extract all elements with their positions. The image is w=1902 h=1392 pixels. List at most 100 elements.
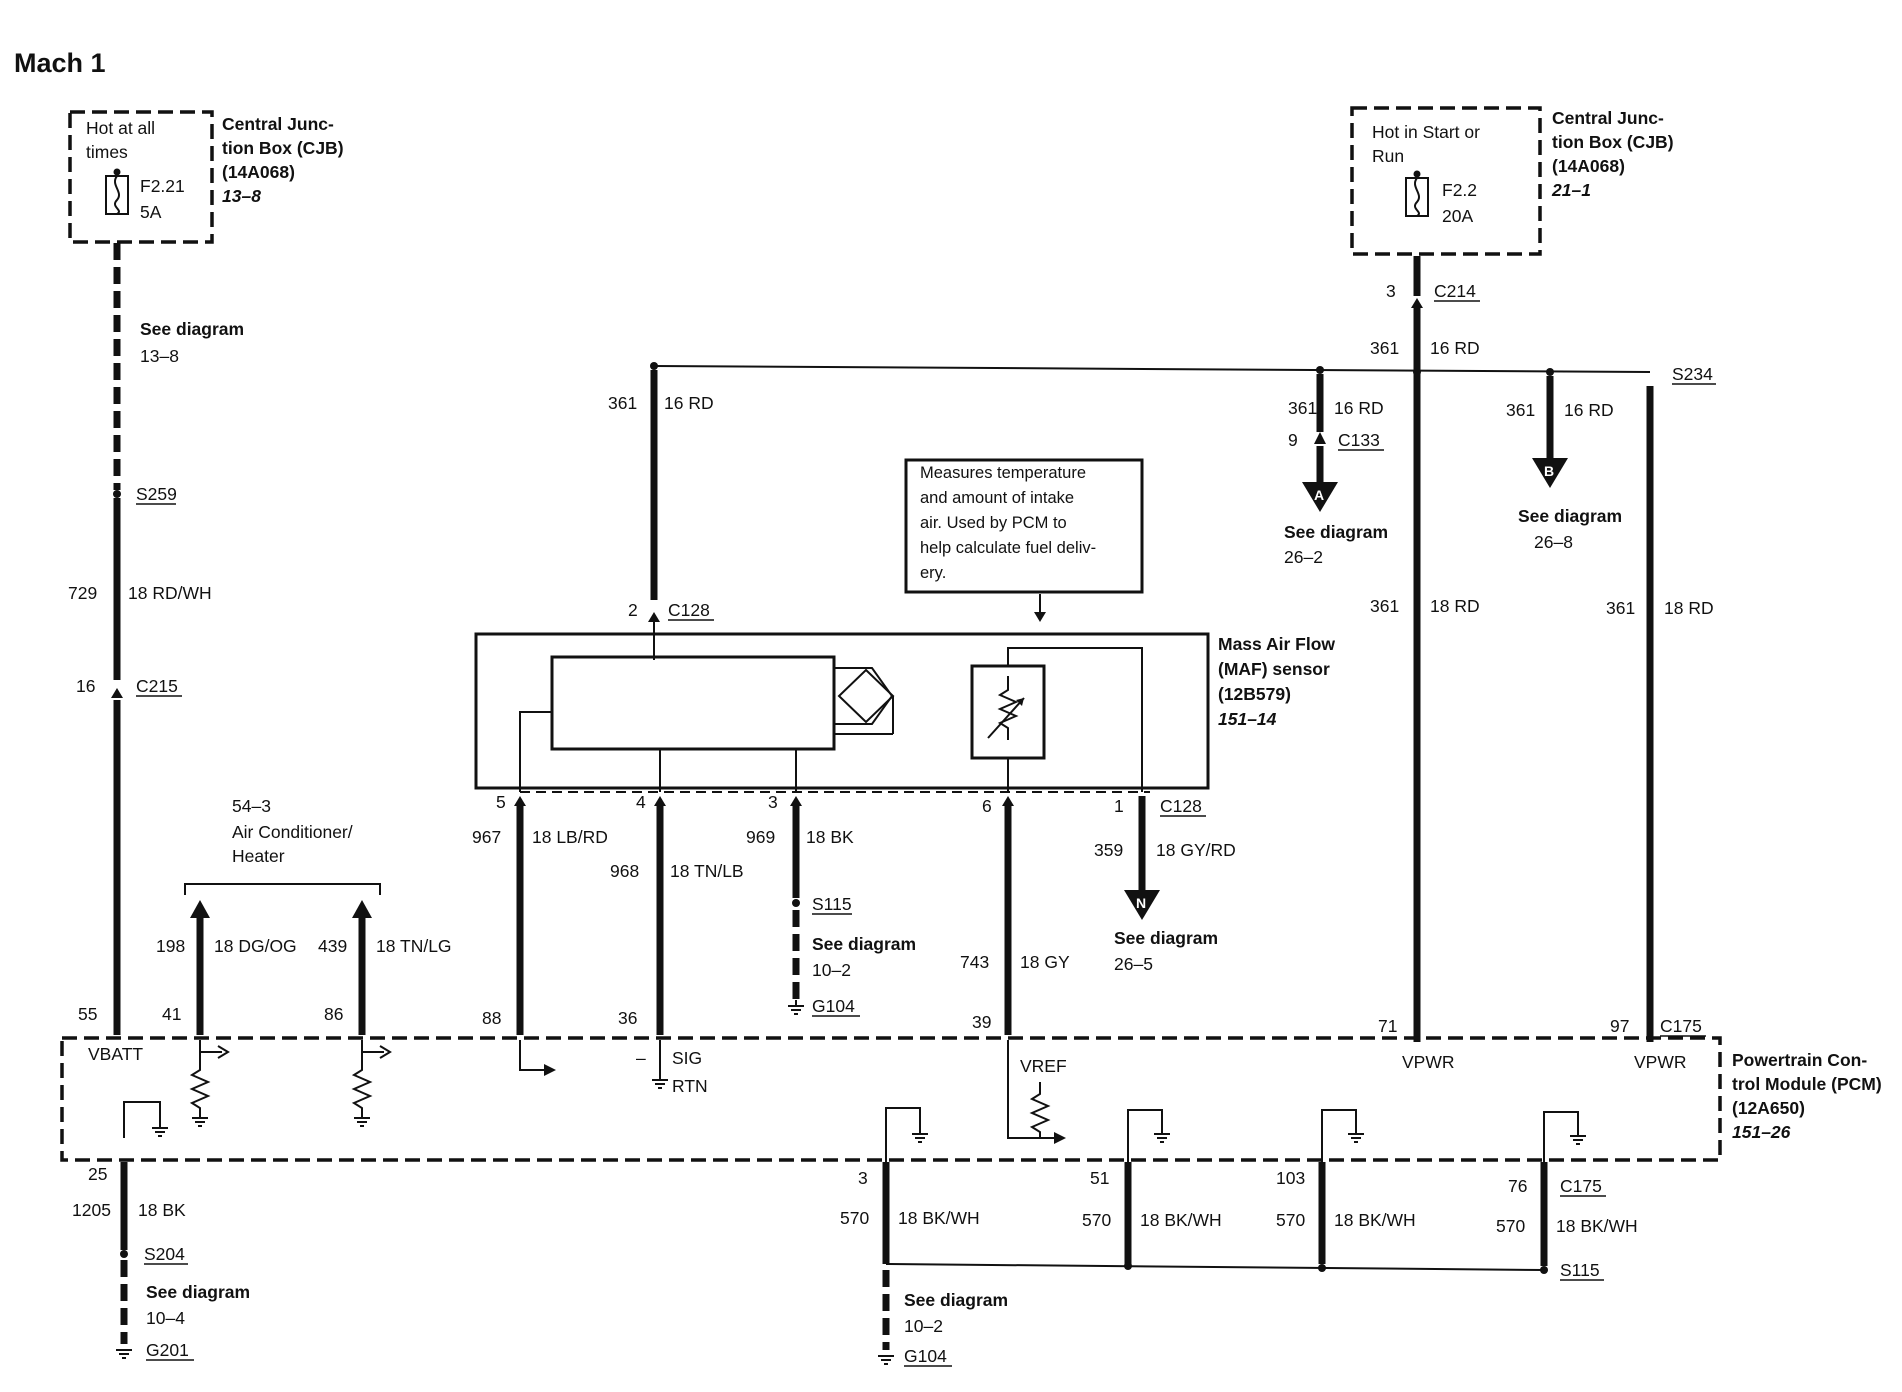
connector-c214: C214	[1434, 281, 1476, 301]
ac-group-name-1: Air Conditioner/	[232, 822, 353, 842]
cjb-right-ref: 21–1	[1551, 180, 1591, 200]
connector-c215: C215	[136, 676, 178, 696]
wire-spec-968: 18 TN/LB	[670, 861, 744, 881]
maf-name-3: (12B579)	[1218, 684, 1291, 704]
circuit-361-c: 361	[1506, 400, 1535, 420]
pcm-name-2: trol Module (PCM)	[1732, 1074, 1882, 1094]
circuit-967: 967	[472, 827, 501, 847]
circuit-968: 968	[610, 861, 639, 881]
arrow-letter-b: B	[1544, 463, 1554, 479]
diagram-title: Mach 1	[14, 48, 106, 78]
pin-51: 51	[1090, 1168, 1109, 1188]
cjb-left-fuse-rating: 5A	[140, 202, 162, 222]
pcm-box	[60, 1036, 1722, 1162]
cjb-left-name-1: Central Junc-	[222, 114, 334, 134]
cjb-left-ref: 13–8	[222, 186, 261, 206]
ground-g104-lower: G104	[904, 1346, 947, 1366]
cjb-right-hot-note-1: Hot in Start or	[1372, 122, 1480, 142]
cjb-right-fuse-rating: 20A	[1442, 206, 1473, 226]
wire-spec-570-b: 18 BK/WH	[1140, 1210, 1222, 1230]
wire-spec-361-d: 16 RD	[1430, 338, 1480, 358]
pin-76: 76	[1508, 1176, 1527, 1196]
thermistor-icon	[970, 664, 1046, 760]
splice-s259: S259	[136, 484, 177, 504]
pin-71: 71	[1378, 1016, 1397, 1036]
maf-note-2: and amount of intake	[920, 489, 1074, 507]
pcm-pin-minus: –	[636, 1048, 646, 1068]
arrow-n-icon	[1124, 890, 1160, 920]
pcm-pin-vpwr-2: VPWR	[1634, 1052, 1687, 1072]
pin-2: 2	[628, 600, 638, 620]
circuit-570-a: 570	[840, 1208, 869, 1228]
pcm-name-1: Powertrain Con-	[1732, 1050, 1867, 1070]
circuit-743: 743	[960, 952, 989, 972]
ground-icon	[788, 1000, 804, 1015]
pcm-pin-vbatt: VBATT	[88, 1044, 143, 1064]
ground-g201: G201	[146, 1340, 189, 1360]
pin-4: 4	[636, 792, 646, 812]
pin-6: 6	[982, 796, 992, 816]
connector-c175-top: C175	[1660, 1016, 1702, 1036]
arrow-a-icon	[1302, 482, 1338, 512]
wire-spec-361-b: 16 RD	[1334, 398, 1384, 418]
arrow-letter-a: A	[1314, 487, 1324, 503]
wire-spec-570-d: 18 BK/WH	[1556, 1216, 1638, 1236]
circuit-570-b: 570	[1082, 1210, 1111, 1230]
wire-spec-570-c: 18 BK/WH	[1334, 1210, 1416, 1230]
pcm-pin-sig: SIG	[672, 1048, 702, 1068]
cjb-right-name-1: Central Junc-	[1552, 108, 1664, 128]
maf-note-3: air. Used by PCM to	[920, 514, 1067, 532]
bridge-icon	[834, 667, 895, 735]
wire-spec-439: 18 TN/LG	[376, 936, 452, 956]
maf-name-1: Mass Air Flow	[1218, 634, 1335, 654]
pin-16: 16	[76, 676, 95, 696]
circuit-361-d: 361	[1370, 338, 1399, 358]
circuit-439: 439	[318, 936, 347, 956]
splice-dot	[113, 490, 121, 498]
pin-5: 5	[496, 792, 506, 812]
wire-spec-361-c: 16 RD	[1564, 400, 1614, 420]
pin-86: 86	[324, 1004, 343, 1024]
circuit-361-b: 361	[1288, 398, 1317, 418]
pcm-ref: 151–26	[1732, 1122, 1791, 1142]
splice-s115-lower: S115	[1560, 1260, 1600, 1280]
splice-s234: S234	[1672, 364, 1713, 384]
ground-icon	[116, 1349, 132, 1359]
cjb-left-hot-note-2: times	[86, 142, 128, 162]
wire-spec-361-f: 18 RD	[1664, 598, 1714, 618]
see-ref-g201: 10–4	[146, 1308, 185, 1328]
cjb-left-fuse-id: F2.21	[140, 176, 185, 196]
circuit-198: 198	[156, 936, 185, 956]
connector-c128-top: C128	[668, 600, 710, 620]
wire-spec-361-e: 18 RD	[1430, 596, 1480, 616]
circuit-570-c: 570	[1276, 1210, 1305, 1230]
wire-spec-1205: 18 BK	[138, 1200, 186, 1220]
wire-spec-361-a: 16 RD	[664, 393, 714, 413]
pin-103: 103	[1276, 1168, 1305, 1188]
pin-39: 39	[972, 1012, 991, 1032]
pin-88: 88	[482, 1008, 501, 1028]
see-ref-g104-upper: 10–2	[812, 960, 851, 980]
pin-25: 25	[88, 1164, 107, 1184]
maf-element	[550, 655, 836, 751]
pin-9: 9	[1288, 430, 1298, 450]
ground-icon	[878, 1355, 894, 1365]
wire-spec-359: 18 GY/RD	[1156, 840, 1236, 860]
wire-spec-570-a: 18 BK/WH	[898, 1208, 980, 1228]
fuse-icon	[105, 168, 129, 215]
circuit-570-d: 570	[1496, 1216, 1525, 1236]
maf-note-1: Measures temperature	[920, 464, 1086, 482]
wire-spec-969: 18 BK	[806, 827, 854, 847]
see-diagram-g201: See diagram	[146, 1282, 250, 1302]
circuit-969: 969	[746, 827, 775, 847]
splice-s115-upper: S115	[812, 894, 852, 914]
pin-3-c214: 3	[1386, 281, 1396, 301]
see-diagram-n: See diagram	[1114, 928, 1218, 948]
circuit-729: 729	[68, 583, 97, 603]
maf-sensor-box	[474, 632, 1210, 790]
connector-c133: C133	[1338, 430, 1380, 450]
circuit-361-a: 361	[608, 393, 637, 413]
pcm-pin-vref: VREF	[1020, 1056, 1067, 1076]
pin-1: 1	[1114, 796, 1124, 816]
